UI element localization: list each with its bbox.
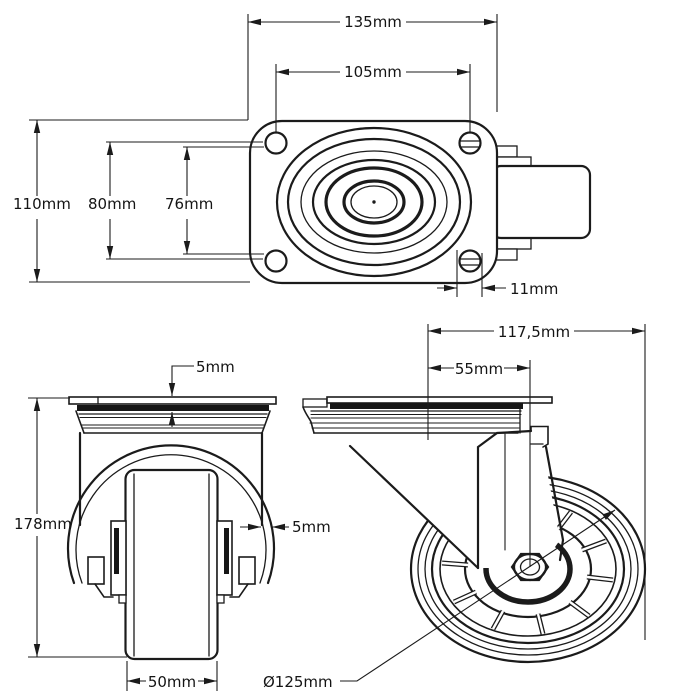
bolt-hole	[264, 131, 288, 155]
yoke-inner-arc	[75, 454, 267, 584]
dim-plate-thickness: 5mm	[168, 358, 235, 427]
dim-overall-width: 135mm	[247, 13, 498, 120]
front-view-fork-legs	[87, 520, 256, 604]
dim-label: 5mm	[196, 358, 235, 376]
yoke-outer-arc	[66, 444, 276, 585]
dim-label: 135mm	[344, 13, 402, 31]
dim-overall-height: 178mm	[14, 397, 127, 658]
front-view: 5mm 178mm 5mm 50mm	[14, 358, 331, 691]
dim-label: 80mm	[88, 195, 136, 213]
dim-label: 117,5mm	[498, 323, 570, 341]
bolt-hole	[458, 249, 482, 273]
front-view-wheel	[124, 468, 219, 661]
front-view-plate	[68, 396, 277, 434]
dim-wheel-width: 50mm	[126, 661, 218, 691]
dim-hole-spacing-width: 105mm	[275, 63, 471, 132]
top-view-bolt-holes	[264, 131, 482, 273]
bolt-hole	[264, 249, 288, 273]
side-view-fork	[314, 425, 565, 570]
dim-label: 11mm	[510, 280, 558, 298]
dim-wheel-diameter: Ø125mm	[263, 509, 616, 691]
dim-label: 76mm	[165, 195, 213, 213]
top-view: 135mm 105mm 110mm 80mm	[13, 13, 592, 298]
dim-bolt-hole-diameter: 11mm	[437, 250, 558, 298]
dim-overall-length: 117,5mm	[427, 323, 646, 640]
dim-hole-spacing-depth: 76mm	[165, 146, 264, 255]
dim-label: 105mm	[344, 63, 402, 81]
dim-label: 50mm	[148, 673, 196, 691]
dim-swivel-offset: 55mm	[428, 360, 531, 567]
dim-label: 110mm	[13, 195, 71, 213]
fork-edge	[348, 444, 480, 570]
side-view-plate	[302, 396, 553, 434]
dim-label: 178mm	[14, 515, 72, 533]
dim-overall-depth: 110mm	[13, 119, 250, 283]
dim-fork-thickness: 5mm	[240, 518, 331, 536]
top-view-swivel-rings	[275, 126, 473, 278]
dim-label: Ø125mm	[263, 673, 333, 691]
dim-label: 5mm	[292, 518, 331, 536]
side-view: 117,5mm 55mm Ø125mm	[263, 323, 647, 691]
top-view-wheel	[490, 145, 592, 261]
dim-label: 55mm	[455, 360, 503, 378]
bolt-hole	[458, 131, 482, 155]
dim-bolt-pattern-outer: 80mm	[88, 141, 263, 260]
